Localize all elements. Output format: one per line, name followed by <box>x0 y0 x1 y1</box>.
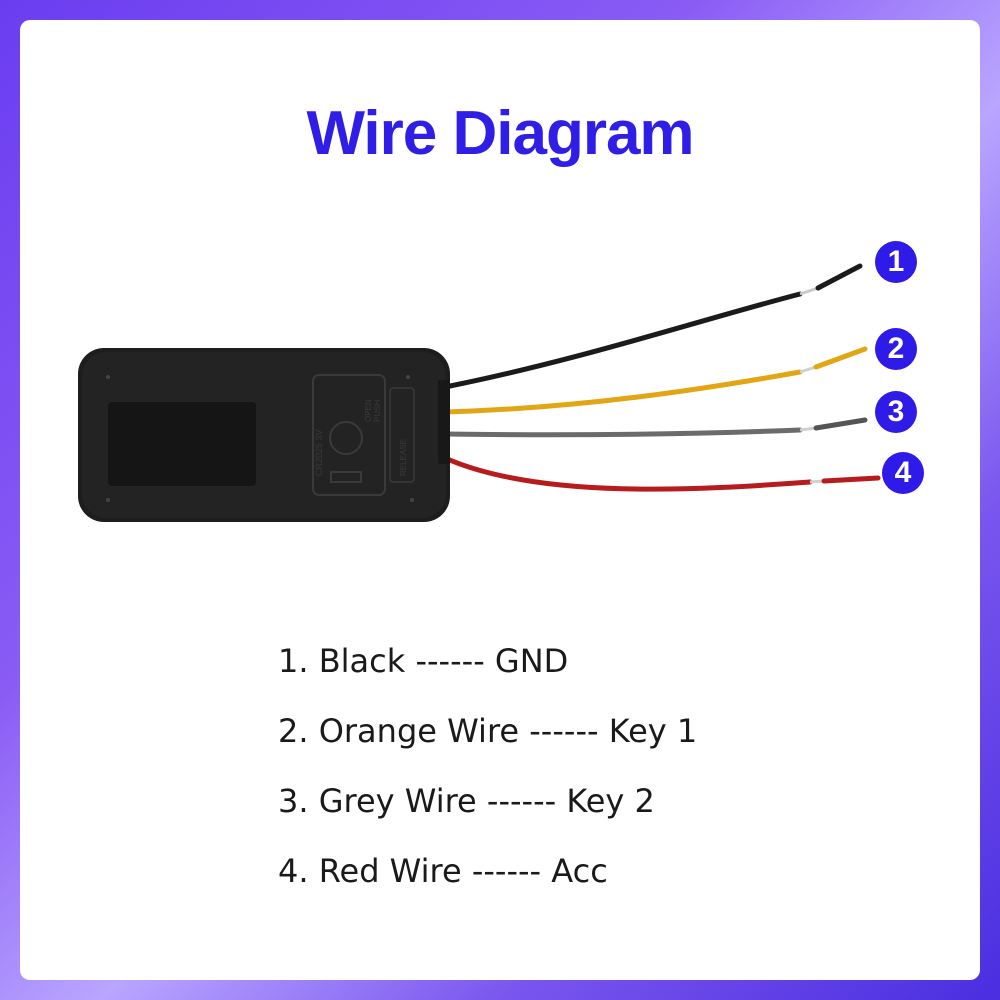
legend-item-grey: 3. Grey Wire ------ Key 2 <box>278 782 655 820</box>
battery-cover <box>312 374 386 496</box>
legend-item-black: 1. Black ------ GND <box>278 642 569 680</box>
wire-badge-3: 3 <box>875 391 917 433</box>
page-title: Wire Diagram <box>306 99 694 168</box>
wire-red <box>442 455 881 492</box>
coin-cell-icon <box>329 421 363 455</box>
device-window <box>108 402 256 486</box>
wire-badge-2: 2 <box>875 328 917 370</box>
release-tab <box>389 387 415 483</box>
legend-item-red: 4. Red Wire ------ Acc <box>278 852 608 890</box>
wire-legend: 1. Black ------ GND 2. Orange Wire -----… <box>278 638 697 918</box>
wire-grey <box>442 417 868 438</box>
battery-label: CR2025 3V <box>314 429 324 476</box>
diagram-card: Wire Diagram <box>20 20 980 980</box>
wire-badge-1: 1 <box>875 241 917 283</box>
controller-box: CR2025 3V OPEN PUSH RELEASE <box>78 348 450 522</box>
wire-black <box>442 263 863 390</box>
legend-item-orange: 2. Orange Wire ------ Key 1 <box>278 712 698 750</box>
wire-badge-4: 4 <box>882 452 924 494</box>
open-label: OPEN <box>364 399 373 422</box>
push-label: PUSH <box>373 400 382 422</box>
wire-orange <box>442 346 868 415</box>
release-label: RELEASE <box>399 439 408 476</box>
device-illustration: CR2025 3V OPEN PUSH RELEASE <box>78 263 881 522</box>
